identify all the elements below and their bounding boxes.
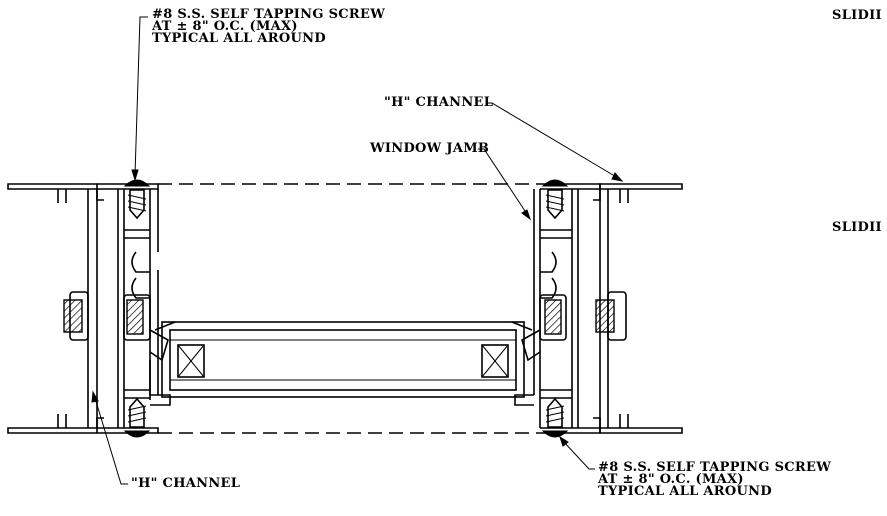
h-channel-callout-top: "H" CHANNEL: [384, 95, 494, 110]
side-label-middle: SLIDII: [832, 220, 882, 235]
h-channel-left: [7, 183, 104, 434]
screw-bottom-left: [123, 397, 151, 438]
window-jamb-callout: WINDOW JAMB: [370, 141, 490, 156]
screw-top-left: [123, 179, 151, 220]
h-channel-callout-bottom: "H" CHANNEL: [131, 476, 241, 491]
window-jamb-right: [514, 183, 601, 434]
screw-callout-top: #8 S.S. SELF TAPPING SCREW AT ± 8" O.C. …: [152, 7, 386, 46]
screw-bottom-right: [541, 397, 569, 438]
h-channel-right: [593, 183, 683, 434]
side-label-top: SLIDII: [832, 8, 882, 23]
leader-lines: [91, 16, 624, 485]
window-jamb-left: [97, 183, 171, 434]
sash-unit: [154, 321, 533, 398]
screw-callout-bottom: #8 S.S. SELF TAPPING SCREW AT ± 8" O.C. …: [598, 460, 832, 499]
screw-top-right: [541, 179, 569, 220]
